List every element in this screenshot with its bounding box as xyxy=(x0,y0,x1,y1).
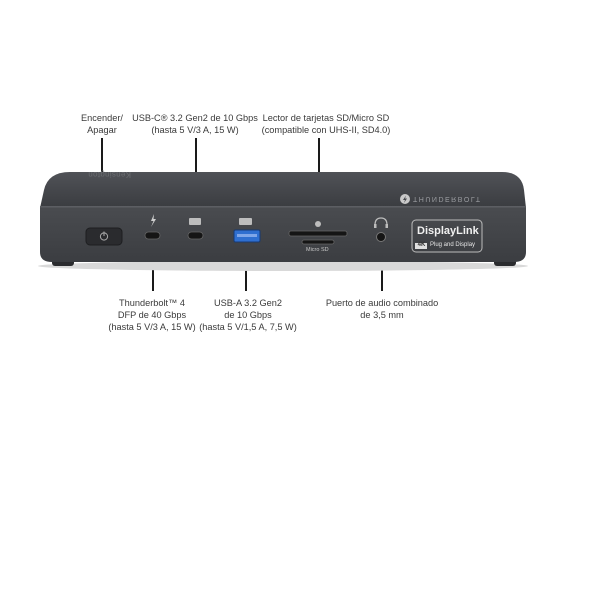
leader-line-thunderbolt xyxy=(152,241,154,291)
callout-sd-line-2: (compatible con UHS-II, SD4.0) xyxy=(261,125,391,135)
callout-sd-line-1: Lector de tarjetas SD/Micro SD xyxy=(262,113,390,123)
callout-audio-line-1: Puerto de audio combinado xyxy=(325,298,439,308)
usbc-port xyxy=(187,231,204,240)
leader-line-sd xyxy=(318,138,320,226)
callout-audio-line-2: de 3,5 mm xyxy=(360,310,404,320)
callout-thunderbolt: Thunderbolt™ 4 DFP de 40 Gbps (hasta 5 V… xyxy=(100,297,204,333)
callout-power: Encender/ Apagar xyxy=(70,112,134,136)
callout-usba: USB-A 3.2 Gen2 de 10 Gbps (hasta 5 V/1,5… xyxy=(196,297,300,333)
thunderbolt-port xyxy=(144,231,161,240)
device-foot-right xyxy=(494,258,516,266)
brand-logo: Kensington xyxy=(88,170,132,179)
audio-jack xyxy=(376,232,386,242)
leader-line-audio xyxy=(381,243,383,291)
callout-usba-line-2: de 10 Gbps xyxy=(224,310,272,320)
leader-line-usbc xyxy=(195,138,197,222)
callout-thunderbolt-line-2: DFP de 40 Gbps xyxy=(117,310,187,320)
callout-usbc-line-2: (hasta 5 V/3 A, 15 W) xyxy=(151,125,239,135)
displaylink-name: DisplayLink xyxy=(417,225,479,237)
callout-audio: Puerto de audio combinado de 3,5 mm xyxy=(316,297,448,321)
callout-usba-line-1: USB-A 3.2 Gen2 xyxy=(214,298,282,308)
thunderbolt-port-icon xyxy=(151,214,156,227)
device-edge-highlight xyxy=(40,206,526,208)
thunderbolt-logo-icon xyxy=(400,194,410,204)
device-shadow xyxy=(38,261,528,271)
thunderbolt-wordmark: THUNDERBOLT xyxy=(413,195,482,202)
power-icon xyxy=(99,232,109,241)
headphone-icon xyxy=(374,217,388,226)
callout-usbc-line-1: USB-C® 3.2 Gen2 de 10 Gbps xyxy=(132,113,258,123)
callout-usbc: USB-C® 3.2 Gen2 de 10 Gbps (hasta 5 V/3 … xyxy=(128,112,262,136)
leader-line-usba xyxy=(245,245,247,291)
displaylink-tagline: Plug and Display xyxy=(430,242,476,248)
micro-sd-label: Micro SD xyxy=(306,247,329,253)
leader-line-power xyxy=(101,138,103,232)
usba-port xyxy=(233,229,261,243)
callout-power-line-1: Encender/ xyxy=(81,113,123,123)
power-button xyxy=(85,227,123,246)
callout-usba-line-3: (hasta 5 V/1,5 A, 7,5 W) xyxy=(199,322,297,332)
displaylink-4k-badge: 4K xyxy=(417,242,426,248)
callout-power-line-2: Apagar xyxy=(87,125,117,135)
callout-sd: Lector de tarjetas SD/Micro SD (compatib… xyxy=(256,112,396,136)
sd-card-slot xyxy=(288,230,348,237)
callout-thunderbolt-line-1: Thunderbolt™ 4 xyxy=(119,298,185,308)
micro-sd-slot xyxy=(301,239,335,245)
callout-thunderbolt-line-3: (hasta 5 V/3 A, 15 W) xyxy=(108,322,196,332)
usba-port-icon xyxy=(239,218,252,225)
device-foot-left xyxy=(52,258,74,266)
